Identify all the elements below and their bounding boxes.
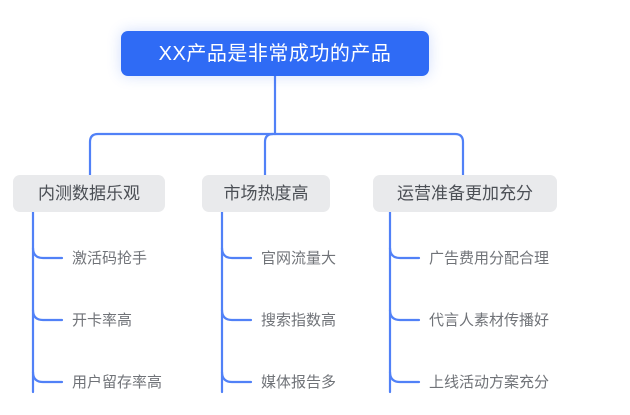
connector-elbow-2-2 [388,370,421,384]
connector-bus-right [273,132,465,177]
leaf-node-0-0[interactable]: 激活码抢手 [72,250,148,267]
connector-elbow-0-1 [31,308,64,322]
leaf-node-0-1[interactable]: 开卡率高 [72,312,133,329]
leaf-node-1-2[interactable]: 媒体报告多 [261,374,337,391]
branch-node-label-1: 市场热度高 [223,184,309,203]
connector-elbow-2-0 [388,246,421,260]
leaf-node-1-1[interactable]: 搜索指数高 [261,312,337,329]
root-node-label: XX产品是非常成功的产品 [158,42,392,65]
leaf-node-2-2[interactable]: 上线活动方案充分 [429,374,550,391]
branch-node-label-2: 运营准备更加充分 [397,184,533,203]
connector-bus-left [88,132,277,177]
leaf-node-1-0[interactable]: 官网流量大 [261,250,337,267]
branch-node-0[interactable]: 内测数据乐观 [13,175,165,212]
connector-elbow-2-1 [388,308,421,322]
branch-node-label-0: 内测数据乐观 [38,184,140,203]
connector-bus-middle [263,132,275,177]
leaf-node-2-0[interactable]: 广告费用分配合理 [429,250,550,267]
branch-node-1[interactable]: 市场热度高 [202,175,330,212]
connector-elbow-1-1 [220,308,253,322]
leaf-node-2-1[interactable]: 代言人素材传播好 [429,312,550,329]
connector-elbow-1-0 [220,246,253,260]
connector-elbow-1-2 [220,370,253,384]
connector-elbow-0-0 [31,246,64,260]
root-node[interactable]: XX产品是非常成功的产品 [121,31,429,76]
leaf-node-0-2[interactable]: 用户留存率高 [72,374,163,391]
connector-elbow-0-2 [31,370,64,384]
branch-node-2[interactable]: 运营准备更加充分 [373,175,557,212]
